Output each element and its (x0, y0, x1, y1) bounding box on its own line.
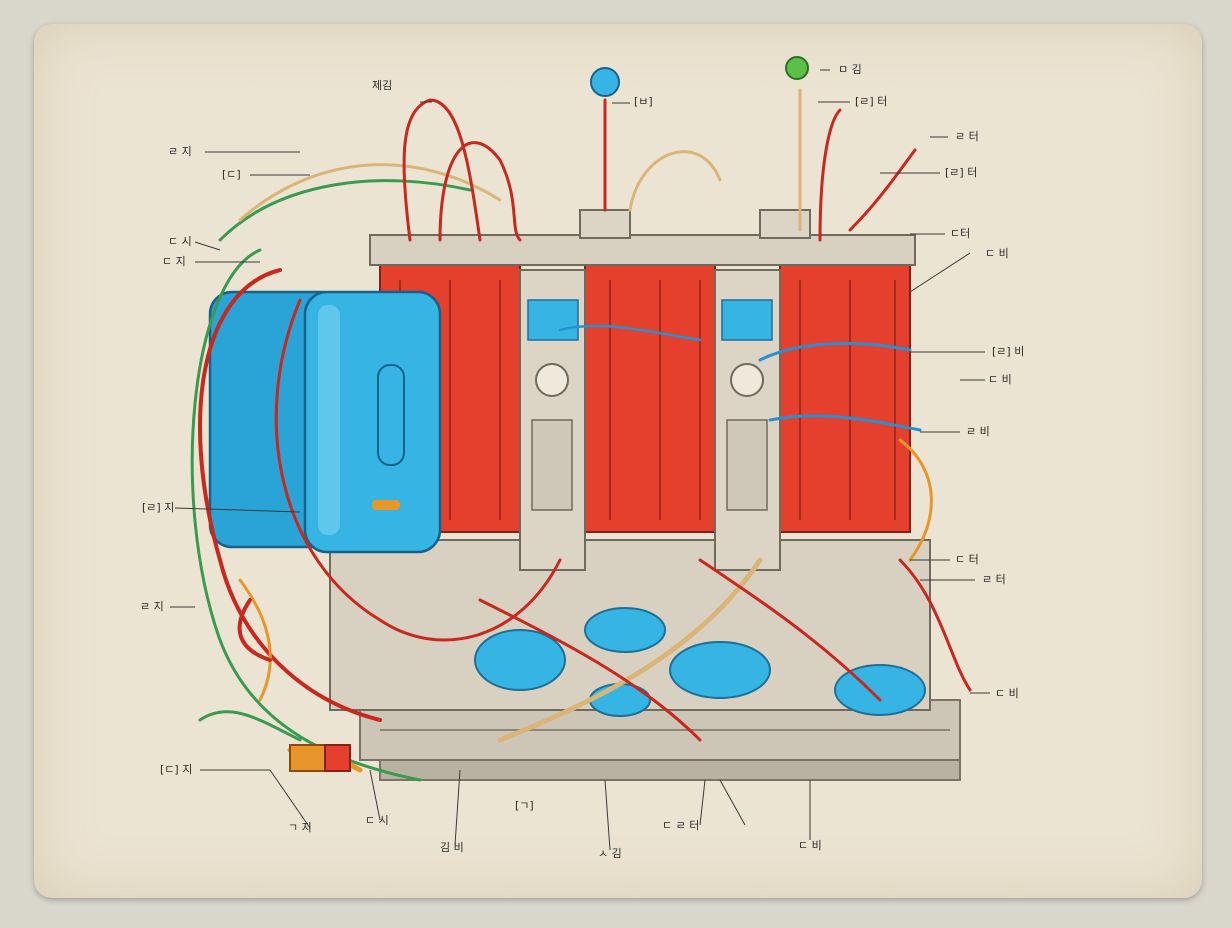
label-left-7: [ㄷ] 지 (160, 763, 193, 776)
label-right-9: ㄹ 터 (982, 573, 1006, 586)
label-bottom-2: ㄷ 시 (365, 814, 389, 827)
label-left-6: ㄹ 지 (140, 600, 164, 613)
label-right-8: ㄷ 터 (955, 553, 979, 566)
label-left-4: ㄷ 지 (162, 255, 186, 268)
cylinder-block-3 (779, 261, 911, 533)
top-gauge-blue (590, 67, 620, 97)
label-top-2: [ㅂ] (634, 95, 653, 108)
label-right-3: ㄷ터 (950, 227, 971, 240)
label-left-5: [ㄹ] 지 (142, 501, 175, 514)
top-manifold (369, 209, 916, 266)
label-bottom-1: ㄱ 지 (288, 821, 312, 834)
label-bottom-5: ㅅ 김 (598, 847, 622, 860)
valve-column-1 (519, 269, 586, 571)
label-right-7: ㄹ 비 (966, 425, 990, 438)
lower-assembly (329, 539, 931, 717)
wiring-harness (190, 88, 972, 782)
label-right-2: [ㄹ] 터 (945, 166, 978, 179)
coolant-tank-front (303, 290, 442, 554)
top-gauge-green (785, 56, 809, 80)
label-right-4: ㄷ 비 (985, 247, 1009, 260)
label-right-10: ㄷ 비 (995, 687, 1019, 700)
label-right-1: ㄹ 터 (955, 130, 979, 143)
label-left-1: ㄹ 지 (168, 145, 192, 158)
leader-lines (170, 69, 990, 851)
label-bottom-4: [ㄱ] (515, 799, 534, 812)
cylinder-block-2 (584, 261, 716, 533)
label-right-5: [ㄹ] 비 (992, 345, 1025, 358)
label-left-2: [ㄷ] (222, 168, 241, 181)
label-bottom-3: 김 비 (440, 841, 464, 854)
label-left-3: ㄷ 시 (168, 235, 192, 248)
label-top-1: 제김 (372, 79, 393, 92)
label-bottom-6: ㄷ ㄹ 터 (662, 819, 700, 832)
label-right-6: ㄷ 비 (988, 373, 1012, 386)
label-top-3: ㅁ 김 (838, 63, 862, 76)
label-top-4: [ㄹ] 터 (855, 95, 888, 108)
label-bottom-7: ㄷ 비 (798, 839, 822, 852)
bottom-connector (289, 744, 351, 772)
